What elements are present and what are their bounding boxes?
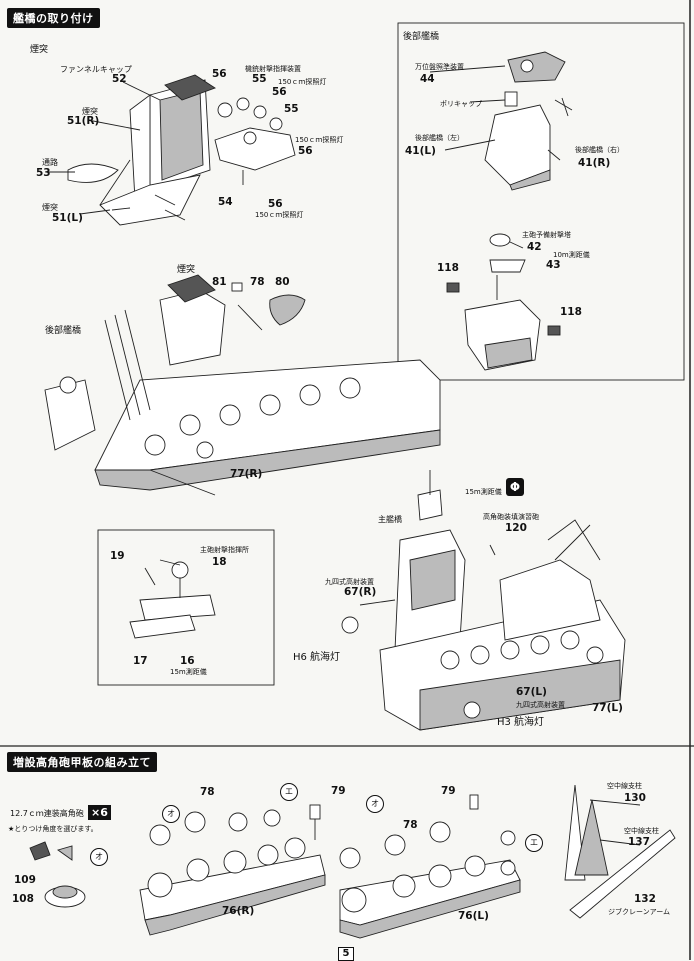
inset-drawing — [129, 561, 216, 639]
part-76l: 76(L) — [458, 910, 489, 922]
part-108: 108 — [12, 893, 34, 905]
part-77r: 77(R) — [230, 468, 263, 480]
nav-light-l: H3 航海灯 — [497, 717, 545, 728]
spare-director-label: 主砲予備射撃塔 — [522, 231, 571, 239]
main-rangefinder-label: 15m測距儀 — [465, 488, 502, 496]
part-132: 132 — [634, 893, 656, 905]
part-54: 54 — [218, 196, 233, 208]
aft-l-label: 後部艦橋（左） — [415, 134, 464, 142]
part-109: 109 — [14, 874, 36, 886]
part-19: 19 — [110, 550, 125, 562]
part-41r: 41(R) — [578, 157, 611, 169]
inset-rangefinder-label: 15m測距儀 — [170, 668, 207, 676]
aft-r-label: 後部艦橋（右） — [575, 146, 624, 154]
mid-aft-bridge-label: 後部艦橋 — [45, 326, 82, 336]
antenna-post-label-2: 空中線支柱 — [624, 827, 659, 835]
part-43: 43 — [546, 259, 561, 271]
part-52: 52 — [112, 73, 127, 85]
part-17: 17 — [133, 655, 148, 667]
marker-o-left: オ — [90, 848, 108, 866]
part-51r: 51(R) — [67, 115, 100, 127]
nav-light-r: H6 航海灯 — [293, 652, 341, 663]
part-18: 18 — [212, 556, 227, 568]
funnel-r-label: 煙突 — [82, 107, 98, 116]
antenna-post-label: 空中線支柱 — [607, 782, 642, 790]
funnel-cap-label: ファンネルキャップ — [60, 65, 132, 74]
part-118-b: 118 — [560, 306, 582, 318]
aft-bridge-title: 後部艦橋 — [403, 32, 440, 42]
searchlight-label-2: 150ｃｍ探照灯 — [295, 136, 344, 144]
leader-lines — [48, 65, 641, 846]
part-67l: 67(L) — [516, 686, 547, 698]
part-42: 42 — [527, 241, 542, 253]
part-78-b: 78 — [403, 819, 418, 831]
aa-deck-drawing — [29, 784, 676, 939]
marker-o-l: オ — [366, 795, 384, 813]
angle-note: ★とりつけ角度を選びます。 — [8, 825, 98, 833]
page-number: 5 — [338, 947, 354, 961]
part-79-b: 79 — [441, 785, 456, 797]
part-78-mid: 78 — [250, 276, 265, 288]
part-67r: 67(R) — [344, 586, 377, 598]
part-77l: 77(L) — [592, 702, 623, 714]
main-bridge-drawing — [341, 470, 626, 731]
aa-director-label: 高角砲装填演習砲 — [483, 513, 539, 521]
part-80: 80 — [275, 276, 290, 288]
part-53: 53 — [36, 167, 51, 179]
part-56-b: 56 — [272, 86, 287, 98]
marker-e-l: エ — [525, 834, 543, 852]
main-bridge-label: 主艦橋 — [378, 515, 402, 524]
mid-funnel-label: 煙突 — [177, 265, 196, 275]
part-56-d: 56 — [268, 198, 283, 210]
mg-director-label: 機銃射撃指揮装置 — [245, 65, 301, 73]
funnel-title: 煙突 — [30, 45, 49, 55]
searchlight-label-1: 150ｃｍ探照灯 — [278, 78, 327, 86]
marker-o-r: オ — [162, 805, 180, 823]
funnel-drawing — [67, 74, 296, 226]
part-44: 44 — [420, 73, 435, 85]
part-79-a: 79 — [331, 785, 346, 797]
part-76r: 76(R) — [222, 905, 255, 917]
part-118-a: 118 — [437, 262, 459, 274]
aa-gun-label: 12.7ｃｍ連装高角砲 — [10, 809, 84, 818]
searchlight-label-3: 150ｃｍ探照灯 — [255, 211, 304, 219]
part-51l: 51(L) — [52, 212, 83, 224]
part-78-a: 78 — [200, 786, 215, 798]
azimuth-label: 万位盤照準装置 — [415, 63, 464, 71]
inset-director-label: 主砲射撃指揮所 — [200, 546, 249, 554]
walkway-label: 通路 — [42, 158, 58, 167]
multiplier-badge: ×6 — [88, 805, 111, 820]
mid-hull-drawing — [44, 274, 441, 496]
rangefinder-10m-label: 10m測距儀 — [553, 251, 590, 259]
part-81: 81 — [212, 276, 227, 288]
hafc-label-l: 九四式高射装置 — [516, 701, 565, 709]
part-16: 16 — [180, 655, 195, 667]
part-56-a: 56 — [212, 68, 227, 80]
part-41l: 41(L) — [405, 145, 436, 157]
part-55-b: 55 — [284, 103, 299, 115]
part-55-a: 55 — [252, 73, 267, 85]
part-120: 120 — [505, 522, 527, 534]
part-130: 130 — [624, 792, 646, 804]
aft-bridge-drawing — [446, 51, 573, 371]
marker-e-r: エ — [280, 783, 298, 801]
hafc-label-r: 九四式高射装置 — [325, 578, 374, 586]
section-header-aa-deck: 増設高角砲甲板の組み立て — [7, 752, 157, 772]
section-header-bridge: 艦橋の取り付け — [7, 8, 100, 28]
part-56-c: 56 — [298, 145, 313, 157]
crane-arm-label: ジブクレーンアーム — [608, 908, 671, 916]
rangefinder-badge: Φ — [506, 478, 524, 496]
polycap-label: ポリキャップ — [440, 100, 482, 108]
part-137: 137 — [628, 836, 650, 848]
funnel-l-label: 煙突 — [42, 203, 58, 212]
